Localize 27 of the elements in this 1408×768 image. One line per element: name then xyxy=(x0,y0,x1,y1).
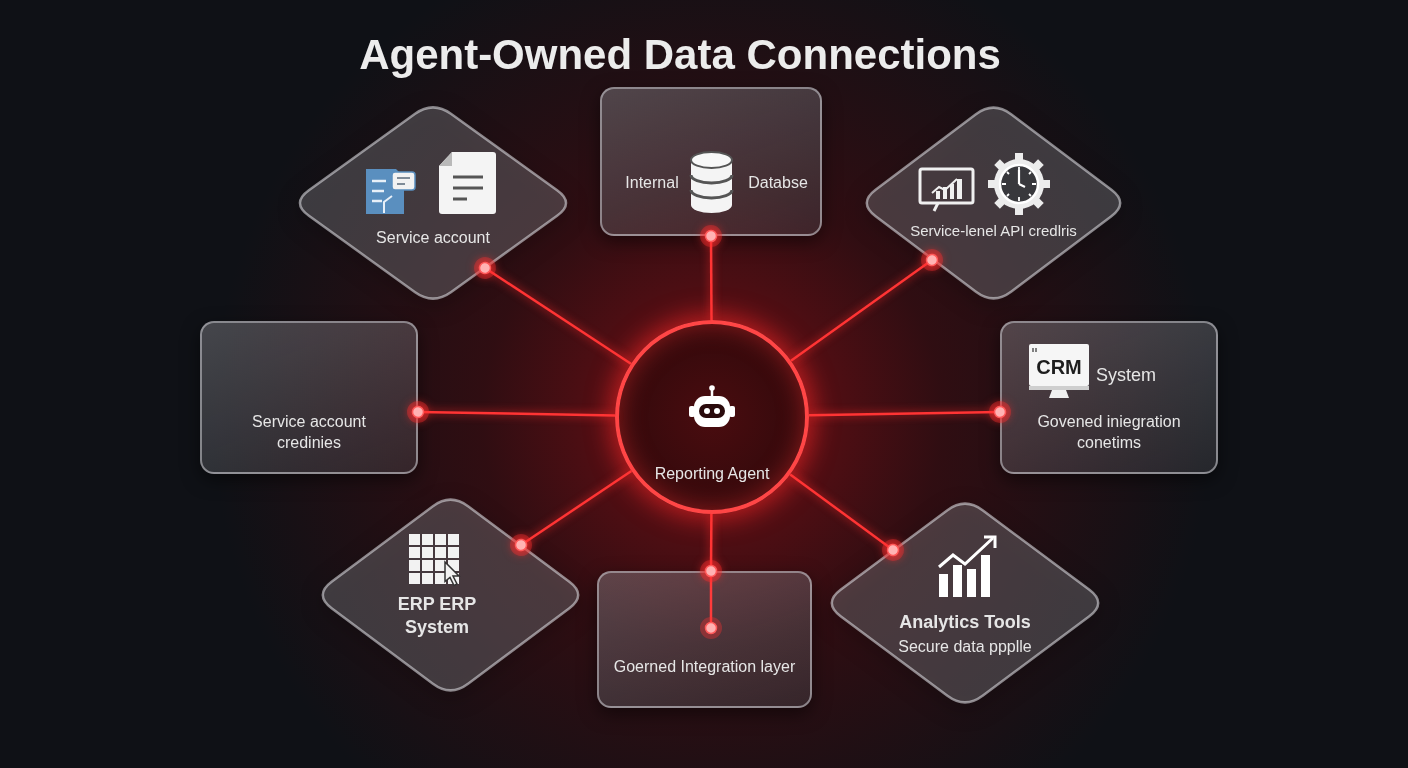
node-label: Service account xyxy=(375,228,491,248)
node-label: Goerned Integration layer xyxy=(612,657,797,677)
node-label: Secure data ppplle xyxy=(897,637,1033,657)
node-label: CRM xyxy=(1035,355,1083,380)
diagram-title: Agent-Owned Data Connections xyxy=(358,30,1002,80)
node-label: Service account credinies xyxy=(251,412,367,453)
source-card xyxy=(600,87,822,236)
node-label: Analytics Tools xyxy=(898,611,1032,634)
connector-line xyxy=(699,224,723,320)
connector-line xyxy=(509,469,633,557)
connector-line xyxy=(473,256,632,365)
source-card xyxy=(597,571,812,708)
node-label: Internal xyxy=(624,173,680,193)
node-label: System xyxy=(1096,364,1157,387)
source-card xyxy=(200,321,418,474)
connector-line xyxy=(699,514,723,583)
node-label: Databse xyxy=(747,173,809,193)
connector-line xyxy=(406,400,616,424)
node-label: Govened iniegration conetims xyxy=(1036,412,1182,453)
node-label: Service-lenel API credlris xyxy=(909,221,1078,241)
connector-line xyxy=(790,248,944,362)
connector-line xyxy=(808,400,1012,424)
node-label: ERP ERP System xyxy=(396,593,478,640)
connector-line xyxy=(789,473,905,562)
agent-hub-circle xyxy=(615,320,809,514)
source-card xyxy=(1000,321,1218,474)
agent-label: Reporting Agent xyxy=(653,464,771,484)
